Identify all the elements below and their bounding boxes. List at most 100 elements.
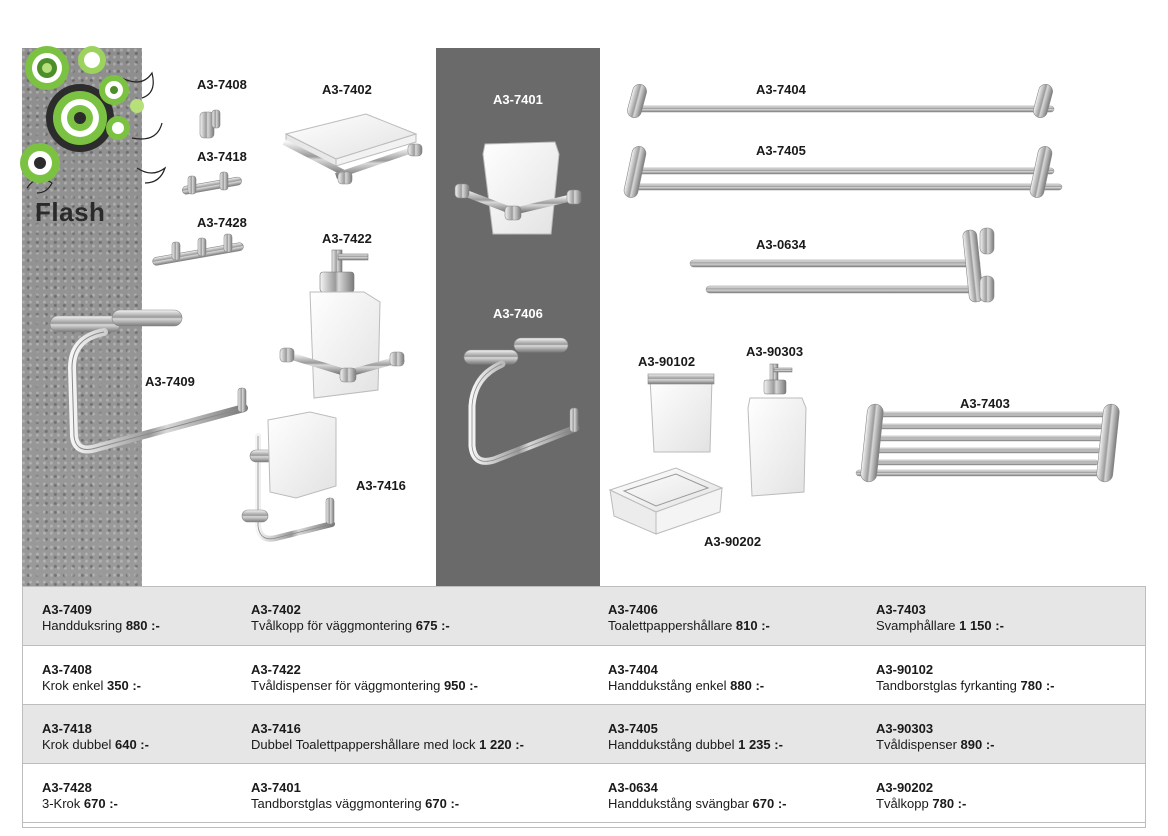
product-label: A3-7428: [197, 215, 247, 230]
product-price: 880 :-: [125, 618, 160, 633]
product-code: A3-7406: [608, 602, 658, 617]
product-price: 1 220 :-: [479, 736, 524, 752]
product-description: Handdukstång enkel: [608, 677, 731, 693]
towel-ring-image: [49, 309, 248, 454]
product-label: A3-7416: [356, 478, 406, 493]
product-description: Tvålkopp: [876, 795, 933, 811]
toothbrush-glass-wall-image: [454, 141, 582, 235]
product-price: 670 :-: [752, 795, 787, 811]
product-code: A3-7403: [876, 602, 926, 617]
product-description: Tandborstglas fyrkanting: [876, 677, 1021, 693]
product-price: 670 :-: [83, 795, 118, 811]
product-code: A3-90102: [876, 661, 934, 677]
product-price: 780 :-: [932, 795, 967, 811]
double-towel-bar-image: [623, 146, 1063, 198]
product-code: A3-7404: [608, 661, 658, 677]
double-hook-image: [182, 171, 242, 195]
product-description: Dubbel Toalettpappershållare med lock: [251, 736, 480, 752]
product-price: 350 :-: [107, 677, 142, 693]
product-label: A3-7404: [756, 82, 806, 97]
product-code: A3-7416: [251, 720, 301, 736]
brand-title: Flash: [35, 197, 106, 227]
towel-shelf-image: [855, 403, 1120, 483]
product-price: 810 :-: [735, 618, 770, 633]
product-description: Tvålkopp för väggmontering: [251, 618, 416, 633]
product-description: Krok enkel: [42, 677, 108, 693]
product-label: A3-7408: [197, 77, 247, 92]
single-towel-bar-image: [627, 84, 1055, 118]
product-price: 1 235 :-: [738, 736, 783, 752]
product-description: 3-Krok: [42, 795, 84, 811]
swivel-towel-bar-image: [689, 227, 995, 303]
triple-hook-image: [152, 233, 244, 266]
soap-dish-freestanding-image: [608, 467, 724, 535]
product-label: A3-7403: [960, 396, 1010, 411]
product-label: A3-7406: [493, 306, 543, 321]
product-price: 780 :-: [1020, 677, 1055, 693]
soap-dispenser-image: [747, 363, 807, 497]
product-label: A3-0634: [756, 237, 806, 252]
product-code: A3-7428: [42, 779, 92, 795]
product-price: 670 :-: [425, 795, 460, 811]
product-code: A3-7405: [608, 720, 658, 736]
product-price: 1 150 :-: [959, 618, 1004, 633]
product-code: A3-7402: [251, 602, 301, 617]
product-description: Tvåldispenser: [876, 736, 961, 752]
product-label: A3-90102: [638, 354, 696, 369]
product-description: Handduksring: [42, 618, 126, 633]
product-label: A3-90202: [704, 534, 762, 549]
soap-dispenser-wall-image: [279, 249, 405, 399]
single-hook-image: [199, 109, 221, 139]
product-code: A3-7409: [42, 602, 92, 617]
soap-dish-image: [282, 113, 423, 185]
toothbrush-glass-square-image: [647, 373, 715, 453]
product-label: A3-7422: [322, 231, 372, 246]
product-code: A3-7418: [42, 720, 92, 736]
product-description: Svamphållare: [876, 618, 960, 633]
product-code: A3-90303: [876, 720, 934, 736]
product-description: Tandborstglas väggmontering: [251, 795, 426, 811]
product-label: A3-7418: [197, 149, 247, 164]
product-code: A3-90202: [876, 779, 934, 795]
product-code: A3-7422: [251, 661, 301, 677]
dark-feature-panel: [436, 48, 600, 586]
product-description: Handdukstång svängbar: [608, 795, 753, 811]
product-price: 640 :-: [115, 736, 149, 752]
product-label: A3-7402: [322, 82, 372, 97]
product-code: A3-7401: [251, 779, 301, 795]
double-toilet-roll-holder-image: [241, 411, 337, 542]
product-code: A3-7408: [42, 661, 92, 677]
product-label: A3-90303: [746, 344, 804, 359]
product-price: 950 :-: [443, 677, 478, 693]
product-price: 675 :-: [415, 618, 450, 633]
product-label: A3-7409: [145, 374, 195, 389]
product-description: Krok dubbel: [42, 736, 115, 752]
product-description: Tvåldispenser för väggmontering: [251, 677, 444, 693]
toilet-roll-holder-image: [463, 337, 580, 465]
product-price: 890 :-: [960, 736, 995, 752]
product-description: Handdukstång dubbel: [608, 736, 739, 752]
product-label: A3-7401: [493, 92, 543, 107]
product-description: Toalettpappershållare: [608, 618, 736, 633]
flash-circles-logo: [20, 46, 167, 194]
